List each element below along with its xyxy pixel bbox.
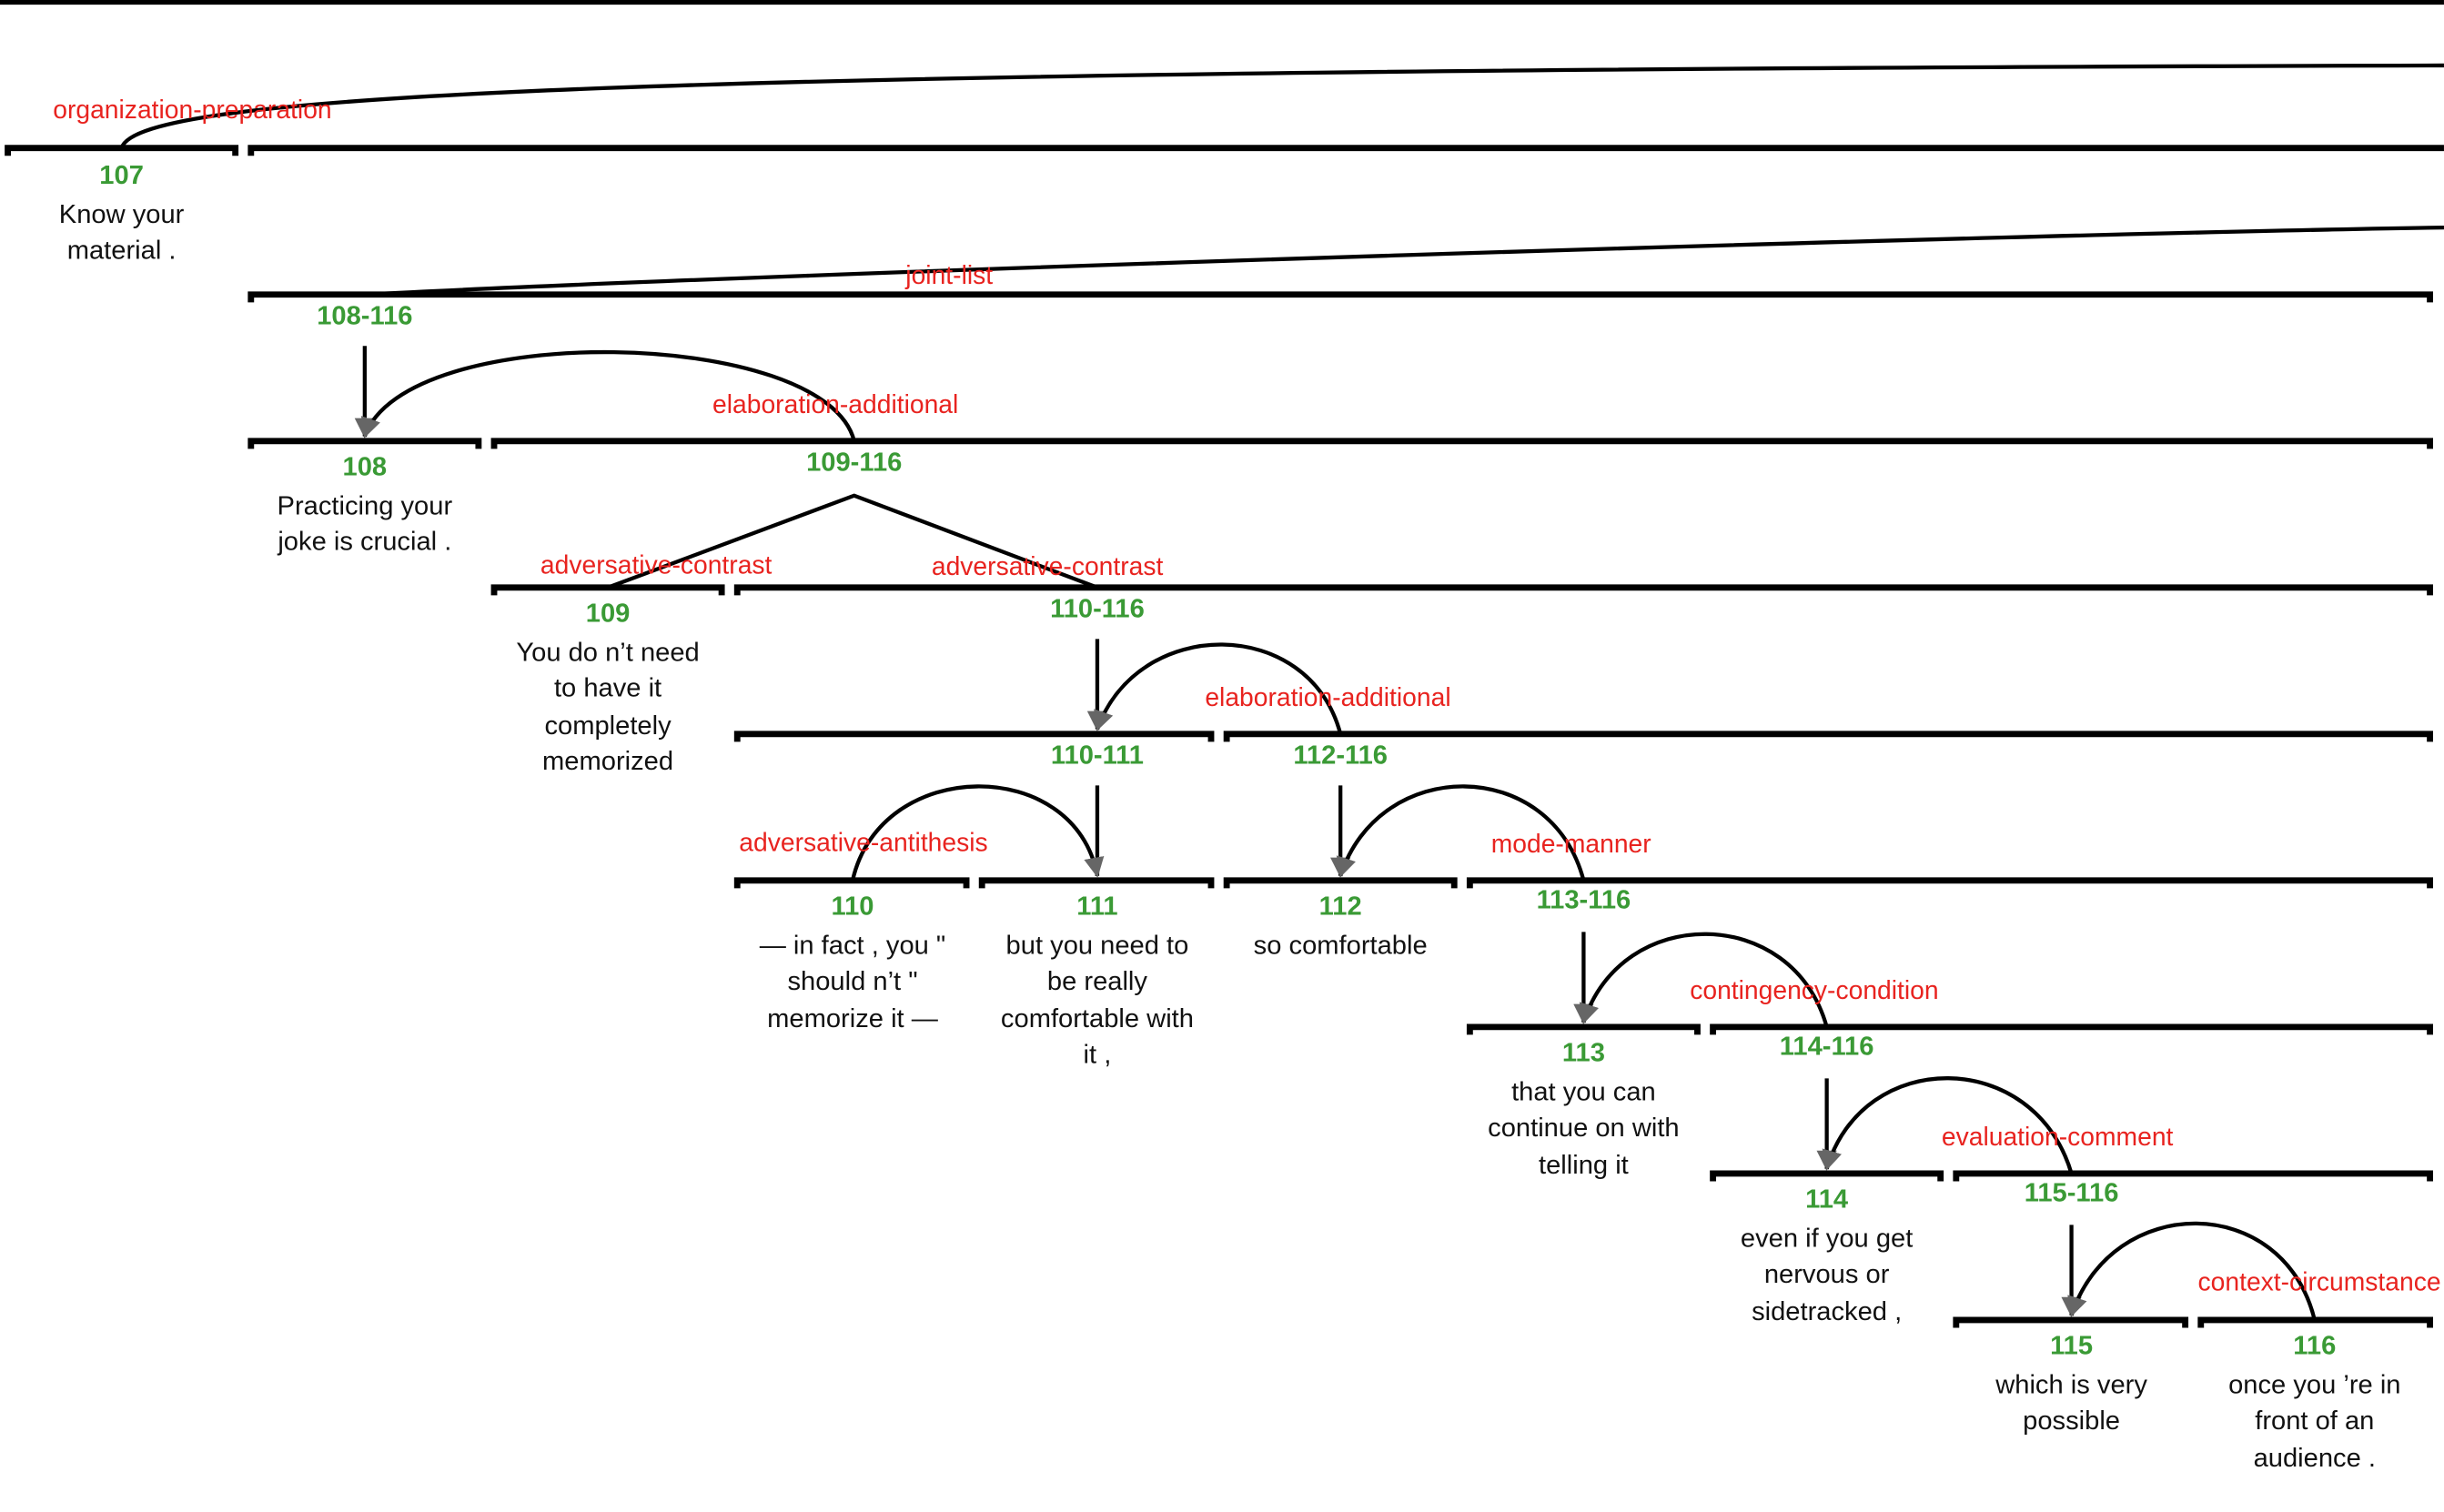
segment-text: Know your material . bbox=[58, 199, 185, 266]
relation-label: context-circumstance bbox=[2197, 1268, 2441, 1297]
segment-id: 115 bbox=[2050, 1330, 2094, 1361]
arc-adversative-antithesis bbox=[850, 784, 1105, 882]
segment-text: — in fact , you " should n’t " memorize … bbox=[759, 930, 946, 1033]
multinuclear-contrast bbox=[607, 493, 1098, 590]
span-label: 112-116 bbox=[1293, 740, 1388, 771]
segment-text: but you need to be really comfortable wi… bbox=[1000, 930, 1194, 1069]
bracket-108-116 bbox=[247, 291, 2433, 303]
bracket-114 bbox=[1710, 1170, 1944, 1182]
bracket-109 bbox=[490, 584, 725, 596]
span-label: 114-116 bbox=[1779, 1032, 1874, 1062]
bracket-109-116 bbox=[490, 438, 2433, 449]
arc-contingency-condition bbox=[1579, 932, 1829, 1028]
bracket-107 bbox=[5, 145, 239, 156]
bracket-113 bbox=[1466, 1023, 1701, 1035]
bracket-116 bbox=[2197, 1316, 2433, 1328]
relation-label: adversative-antithesis bbox=[739, 829, 988, 858]
arc-mode-manner bbox=[1336, 784, 1586, 882]
arc-elaboration-additional-2 bbox=[1094, 642, 1343, 735]
segment-id: 107 bbox=[99, 160, 144, 190]
segment-id: 109 bbox=[585, 598, 631, 629]
segment-id: 113 bbox=[1561, 1037, 1605, 1068]
relation-label: contingency-condition bbox=[1690, 977, 1939, 1005]
segment-text: Practicing your joke is crucial . bbox=[277, 490, 453, 558]
bracket-112-116 bbox=[1223, 731, 2433, 742]
segment-id: 110 bbox=[831, 891, 874, 922]
relation-label: elaboration-additional bbox=[1205, 684, 1451, 712]
bracket-114-116 bbox=[1710, 1023, 2433, 1035]
span-label: 113-116 bbox=[1536, 884, 1631, 915]
segment-text: even if you get nervous or sidetracked , bbox=[1740, 1223, 1914, 1326]
segment-id: 111 bbox=[1076, 891, 1118, 922]
relation-label: evaluation-comment bbox=[1941, 1124, 2174, 1152]
bracket-113-116 bbox=[1466, 877, 2433, 889]
span-label: 115-116 bbox=[2024, 1178, 2119, 1208]
relation-label: adversative-contrast bbox=[540, 551, 773, 580]
bracket-115 bbox=[1953, 1316, 2189, 1328]
span-label: 110-116 bbox=[1050, 593, 1145, 624]
segment-text: once you ’re in front of an audience . bbox=[2228, 1369, 2401, 1473]
arc-evaluation-comment bbox=[1822, 1076, 2074, 1174]
segment-text: so comfortable bbox=[1253, 930, 1428, 961]
relation-label: adversative-contrast bbox=[931, 553, 1164, 581]
bracket-108-116-top bbox=[247, 145, 2444, 156]
bracket-111 bbox=[978, 877, 1215, 889]
span-label: 108-116 bbox=[317, 300, 413, 331]
bracket-115-116 bbox=[1953, 1170, 2433, 1182]
bracket-108 bbox=[247, 438, 482, 449]
segment-id: 116 bbox=[2293, 1330, 2337, 1361]
span-label: 109-116 bbox=[806, 447, 903, 478]
arc-elaboration-additional-1 bbox=[360, 349, 856, 442]
segment-id: 112 bbox=[1318, 891, 1362, 922]
curve-joint-list bbox=[364, 225, 2444, 297]
segment-text: that you can continue on with telling it bbox=[1488, 1076, 1680, 1180]
relation-label: elaboration-additional bbox=[712, 390, 959, 419]
relation-label: organization-preparation bbox=[53, 96, 332, 126]
bracket-110-116 bbox=[733, 584, 2433, 596]
bracket-110-111 bbox=[733, 731, 1215, 742]
segment-id: 114 bbox=[1805, 1184, 1849, 1215]
bracket-112 bbox=[1223, 877, 1458, 889]
arc-context-circumstance bbox=[2067, 1221, 2317, 1321]
bracket-110 bbox=[733, 877, 970, 889]
segment-text: which is very possible bbox=[1995, 1369, 2147, 1436]
curve-organization-preparation bbox=[119, 63, 2444, 149]
relation-label: joint-list bbox=[905, 261, 994, 290]
relation-label: mode-manner bbox=[1490, 831, 1651, 859]
segment-text: You do n’t need to have it completely me… bbox=[516, 637, 700, 776]
segment-id: 108 bbox=[342, 451, 388, 482]
span-label: 110-111 bbox=[1050, 740, 1144, 771]
